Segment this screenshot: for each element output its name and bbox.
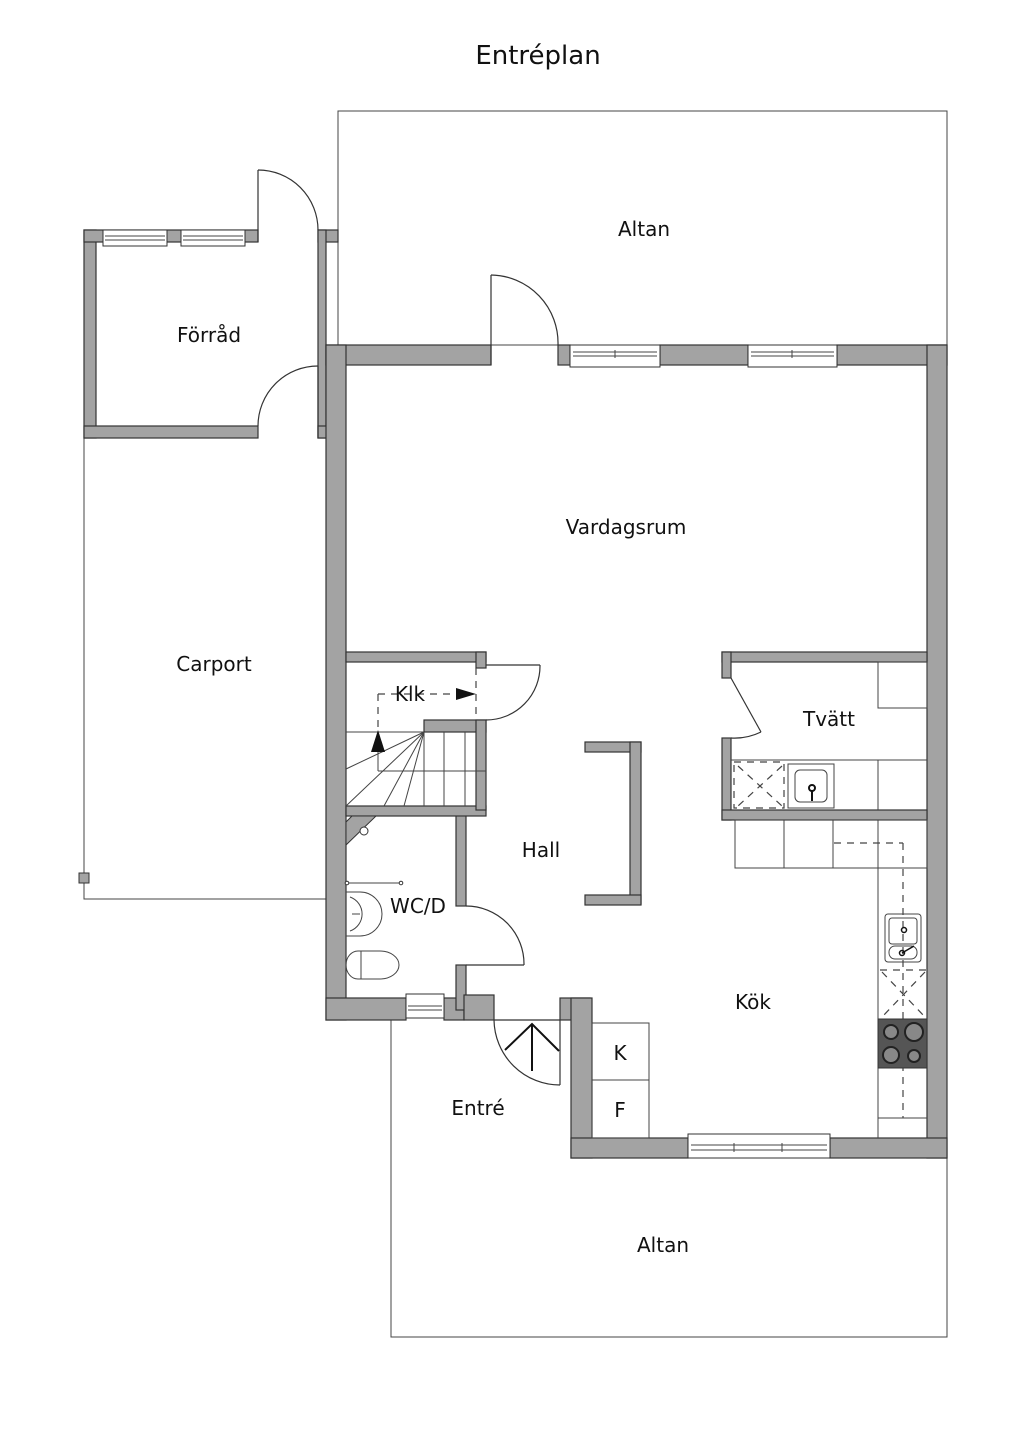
room-label-vardagsrum: Vardagsrum	[566, 515, 687, 539]
wc-basin	[346, 891, 383, 937]
living-window-2	[747, 344, 838, 368]
klk-door[interactable]	[485, 664, 541, 721]
tvatt-door[interactable]	[730, 677, 762, 739]
entrance-door[interactable]	[493, 1019, 561, 1086]
forrad-window-1	[102, 229, 168, 247]
stair-arrow-up-icon	[371, 730, 385, 752]
wc-door[interactable]	[465, 905, 525, 966]
room-label-hall: Hall	[522, 838, 560, 862]
fridge-label: K	[613, 1041, 627, 1065]
altan-bottom-outline	[390, 1019, 948, 1338]
laundry-sink	[787, 763, 835, 809]
wc-window	[405, 993, 445, 1019]
altan-door[interactable]	[490, 274, 559, 365]
kitchen-window	[687, 1133, 831, 1159]
room-label-altan-bottom: Altan	[637, 1233, 689, 1257]
kitchen-counters	[591, 819, 928, 1139]
wc-fixtures	[344, 815, 404, 980]
room-label-carport: Carport	[176, 652, 252, 676]
stove-icon	[877, 1018, 928, 1069]
carport-post	[78, 872, 90, 884]
kitchen-sink	[884, 913, 922, 963]
room-label-kok: Kök	[735, 990, 771, 1014]
carport-outline	[83, 438, 327, 900]
staircase	[345, 668, 486, 807]
stair-arrow-right-icon	[456, 688, 476, 700]
room-label-klk: Klk	[395, 682, 426, 706]
washer-space	[733, 761, 785, 809]
toilet	[345, 950, 400, 980]
room-label-forrad: Förråd	[177, 323, 241, 347]
room-label-wcd: WC/D	[390, 894, 446, 918]
forrad-inner-door[interactable]	[257, 365, 319, 438]
main-walls	[325, 344, 948, 1159]
freezer-label: F	[614, 1098, 626, 1122]
forrad-outer-door[interactable]	[257, 169, 319, 242]
room-label-altan-top: Altan	[618, 217, 670, 241]
room-label-entre: Entré	[451, 1096, 504, 1120]
plan-title: Entréplan	[475, 41, 600, 71]
living-window-1	[569, 344, 661, 368]
room-label-tvatt: Tvätt	[802, 707, 855, 731]
laundry-fixtures	[731, 661, 928, 810]
forrad-window-2	[180, 229, 246, 247]
freezer	[591, 1079, 650, 1139]
